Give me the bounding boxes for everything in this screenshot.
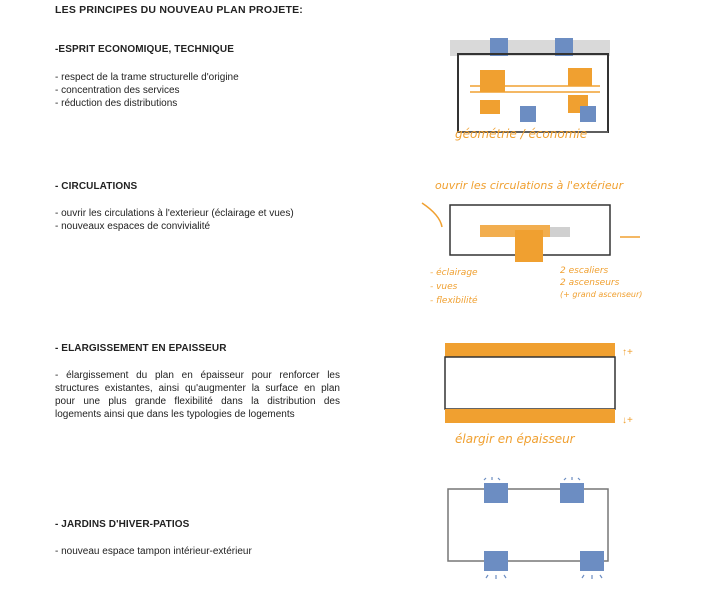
section-body-circulations: - ouvrir les circulations à l'exterieur … [55,207,340,233]
paragraph: - élargissement du plan en épaisseur pou… [55,370,340,420]
section-heading-circulations: - CIRCULATIONS [55,181,138,192]
plus-icon: ↓+ [622,415,633,426]
sketch-note: - flexibilité [430,295,478,306]
section-body-economique: - respect de la trame structurelle d'ori… [55,71,340,110]
bullet-line: - réduction des distributions [55,98,178,109]
bullet-line: - nouveau espace tampon intérieur-extéri… [55,546,252,557]
sketch-economie: géométrie / économie [450,38,610,141]
section-heading-elargissement: - ELARGISSEMENT EN EPAISSEUR [55,343,227,354]
bullet-line: - nouveaux espaces de convivialité [55,221,211,232]
section-body-jardins: - nouveau espace tampon intérieur-extéri… [55,545,340,558]
sketch-plan-outline [444,356,616,410]
sun-rays-icon [483,477,603,579]
sketch-arrow [421,202,443,228]
sketch-core [550,227,570,237]
section-heading-economique: -ESPRIT ECONOMIQUE, TECHNIQUE [55,44,235,55]
sketch-note: 2 ascenseurs [560,278,620,288]
sketch-extension-band [445,343,615,357]
sketch-left-notes: - éclairage - vues - flexibilité [430,267,478,306]
sketch-right-notes: 2 escaliers 2 ascenseurs (+ grand ascens… [560,266,642,299]
sketch-patio [484,551,508,571]
sketch-extension-band [445,409,615,423]
page-title: LES PRINCIPES DU NOUVEAU PLAN PROJETE: [55,4,303,16]
sketch-patio [484,483,508,503]
sketch-service-block [480,100,500,114]
bullet-line: - respect de la trame structurelle d'ori… [55,72,239,83]
bullet-line: - concentration des services [55,85,180,96]
plus-icon: ↑+ [622,347,633,358]
sketch-jardins [447,477,609,579]
sketch-note: 2 escaliers [560,266,609,276]
sketch-stair-block [580,106,596,122]
sketch-note: (+ grand ascenseur) [560,290,642,299]
sketch-note-elargissement: élargir en épaisseur [455,432,576,446]
sketch-elargissement: ↑+ ↓+ élargir en épaisseur [444,343,633,446]
sketch-patio [580,551,604,571]
sketch-note: - éclairage [430,267,478,278]
sketch-service-block [568,68,592,86]
sketch-plan-outline [447,488,609,562]
sketch-stair-block [555,38,573,56]
sketch-service-block [480,70,505,92]
sketch-note-economie: géométrie / économie [455,127,587,141]
sketch-note-circulations: ouvrir les circulations à l'extérieur [435,179,625,192]
sketch-stair-block [520,106,536,122]
sketch-patio [560,483,584,503]
bullet-line: - ouvrir les circulations à l'exterieur … [55,208,294,219]
section-heading-jardins: - JARDINS D'HIVER-PATIOS [55,519,190,530]
sketch-core [515,230,543,262]
section-body-elargissement: - élargissement du plan en épaisseur pou… [55,369,340,421]
sketch-note: - vues [430,282,458,292]
sketch-circulations: ouvrir les circulations à l'extérieur - … [421,179,642,306]
sketch-stair-block [490,38,508,56]
